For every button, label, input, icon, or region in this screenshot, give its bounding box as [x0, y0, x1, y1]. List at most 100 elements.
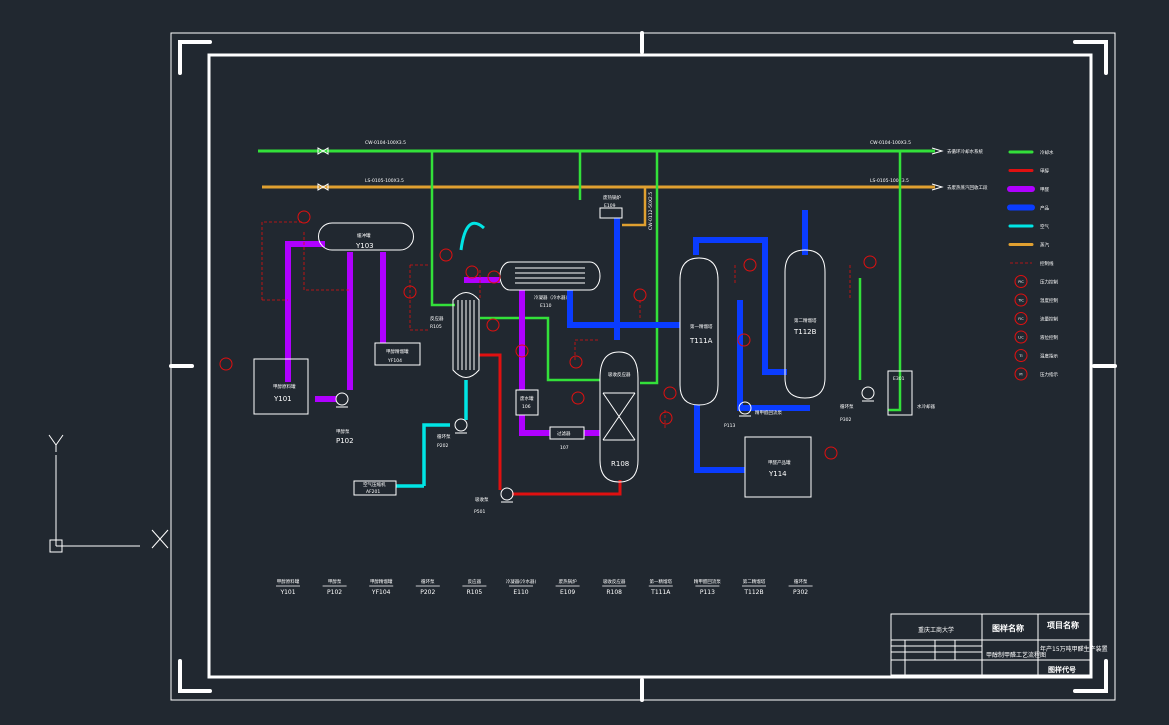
legend-label: 空气 — [1040, 223, 1049, 230]
p501-name: 吸收泵 — [475, 496, 489, 503]
y103-name: 缓冲罐 — [357, 232, 371, 239]
equipment-list-tag: YF104 — [371, 589, 391, 596]
air-lines — [396, 221, 485, 488]
e110-tag: E110 — [540, 303, 552, 309]
equipment-e110 — [499, 261, 601, 291]
legend-circle-text: PI — [1019, 373, 1022, 377]
equipment-list-tag: Y101 — [279, 589, 295, 596]
legend-item: TIC 温度控制 — [1014, 293, 1058, 307]
yf104-name: 甲醇精馏罐 — [386, 348, 409, 355]
equipment-list-tag: R108 — [606, 589, 622, 596]
equipment-list-tag: T112B — [743, 589, 763, 596]
v106-tag: 106 — [522, 404, 531, 410]
frame-corner-marks — [169, 31, 1117, 702]
legend-circle-text: TIC — [1017, 299, 1024, 303]
instrument-bubbles — [219, 210, 877, 460]
equipment-af201 — [353, 480, 397, 496]
v106-name: 废水罐 — [520, 395, 534, 402]
p302-tag: P302 — [840, 417, 851, 423]
legend-item: TI 温度指示 — [1014, 349, 1058, 362]
legend-swatch — [1014, 330, 1028, 344]
equipment-list-name: 冷凝器(冷水器) — [506, 578, 537, 585]
p113-tag: P113 — [724, 423, 735, 429]
legend-circle-text: PIC — [1018, 280, 1024, 284]
title-block — [890, 613, 1092, 676]
ucs-icon — [48, 434, 169, 553]
equipment-list-name: 甲醇精馏罐 — [370, 578, 393, 585]
legend-circle-text: LIC — [1018, 336, 1024, 340]
e109-name: 废热锅炉 — [603, 194, 621, 201]
r108-tag: R108 — [611, 460, 629, 468]
legend-item: 甲醇 — [1008, 168, 1049, 175]
equipment-list-item: 反应器 R105 — [462, 578, 487, 596]
y114-name: 甲醛产品罐 — [768, 459, 791, 466]
legend-swatch — [1014, 367, 1028, 381]
legend-label: 甲醇 — [1040, 168, 1049, 175]
purple-process-lines — [285, 241, 600, 436]
t112b-tag: T112B — [793, 328, 817, 336]
green-mid-label: CW-0112-50X2.5 — [648, 192, 654, 230]
equipment-106 — [515, 389, 539, 416]
equipment-list-tag: T111A — [650, 589, 671, 596]
t111a-name: 第一精馏塔 — [690, 323, 713, 330]
y101-tag: Y101 — [273, 395, 292, 403]
equipment-list-tag: P113 — [700, 589, 715, 596]
equipment-t112b — [784, 249, 826, 399]
equipment-list-item: 甲醇泵 P102 — [322, 578, 347, 596]
orange-header-label: LS-0105-100X3.5 — [365, 178, 404, 184]
legend-item: 产品 — [1007, 204, 1049, 212]
equipment-y103 — [318, 222, 414, 251]
equipment-list-name: 甲醇原料罐 — [277, 578, 300, 585]
utility-headers — [258, 147, 944, 191]
title-project-name: 年产15万吨甲醛生产装置 — [1040, 645, 1108, 653]
r108-name: 吸收反应器 — [608, 371, 631, 378]
legend-swatch — [1014, 293, 1028, 307]
v107-tag: 107 — [560, 445, 569, 451]
v107-name: 过滤器 — [557, 430, 571, 437]
methanol-return-line — [512, 480, 622, 496]
equipment-list-name: 循环泵 — [421, 578, 435, 585]
green-header-destination: 去循环冷却水系统 — [947, 148, 983, 155]
legend-label: 压力控制 — [1040, 279, 1058, 286]
legend-label: 温度控制 — [1040, 297, 1058, 304]
cooling-water-lines — [430, 151, 902, 412]
equipment-list-name: 反应器 — [468, 578, 482, 585]
af201-tag: AF201 — [366, 489, 380, 495]
legend-circle-text: FIC — [1018, 317, 1024, 321]
equipment-list-name: 循环泵 — [794, 578, 808, 585]
equipment-list-tag: P102 — [327, 589, 342, 596]
p113-name: 精甲醛回流泵 — [755, 409, 782, 416]
equipment-107 — [549, 426, 585, 440]
p102-tag: P102 — [336, 437, 354, 445]
legend-item: 空气 — [1008, 223, 1049, 230]
legend-swatch — [1014, 349, 1028, 362]
methanol-line — [479, 353, 502, 490]
title-school: 重庆工商大学 — [918, 626, 954, 634]
equipment-y114 — [744, 436, 812, 498]
legend-circle-text: TI — [1018, 354, 1022, 358]
legend-label: 蒸汽 — [1040, 242, 1049, 249]
equipment-list-name: 甲醇泵 — [328, 578, 342, 585]
legend-label: 冷却水 — [1040, 149, 1054, 156]
e109-tag: E109 — [604, 203, 616, 209]
equipment-y101 — [253, 358, 309, 415]
yf104-tag: YF104 — [387, 358, 402, 364]
legend-label: 温度指示 — [1040, 353, 1058, 360]
legend-label: 产品 — [1040, 205, 1049, 212]
legend-label: 甲醛 — [1040, 186, 1049, 193]
control-lines — [261, 221, 851, 430]
equipment-r108 — [599, 351, 639, 483]
e301-name: 水冷却器 — [917, 403, 935, 410]
equipment-list-tag: R105 — [467, 589, 483, 596]
steam-branch — [622, 187, 647, 227]
legend-item: 控制线 — [1010, 260, 1054, 267]
equipment-list-tag: E109 — [560, 589, 575, 596]
title-drawing-name-label: 图样名称 — [992, 623, 1024, 633]
